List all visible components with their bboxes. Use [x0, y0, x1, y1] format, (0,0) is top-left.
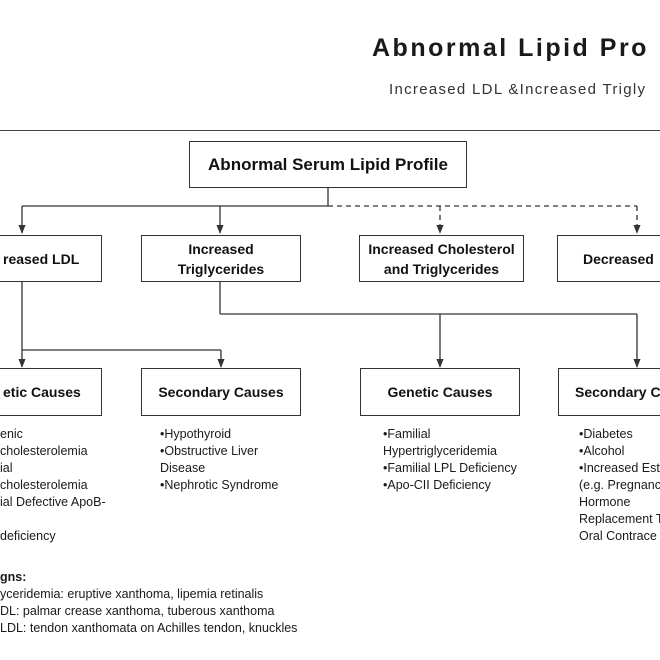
list-item: •Diabetes — [579, 427, 633, 441]
node-ldl-genetic-causes: etic Causes — [0, 368, 102, 416]
list-item: cholesterolemia — [0, 444, 88, 458]
clinical-sign-line: yceridemia: eruptive xanthoma, lipemia r… — [0, 587, 264, 601]
list-item: •Hypothyroid — [160, 427, 232, 441]
list-item: •Apo-CII Deficiency — [383, 478, 491, 492]
list-item: ial — [0, 461, 13, 475]
node-decreased: Decreased — [557, 235, 660, 282]
node-cholesterol-trig-line2: and Triglycerides — [383, 260, 500, 277]
list-item: •Familial LPL Deficiency — [383, 461, 517, 475]
list-item: (e.g. Pregnanc — [579, 478, 660, 492]
header-divider — [0, 130, 660, 131]
node-triglycerides-line1: Increased — [188, 240, 254, 257]
node-increased-ldl: reased LDL — [0, 235, 102, 282]
clinical-sign-line: LDL: tendon xanthomata on Achilles tendo… — [0, 621, 298, 635]
ldl-secondary-causes-list: •Hypothyroid •Obstructive Liver Disease … — [160, 426, 278, 494]
node-trig-genetic-label: Genetic Causes — [387, 384, 493, 400]
node-trig-secondary-label: Secondary C — [575, 384, 660, 400]
node-decreased-label: Decreased — [583, 250, 654, 267]
node-increased-ldl-label: reased LDL — [3, 250, 80, 267]
list-item: •Familial — [383, 427, 431, 441]
trig-secondary-causes-list: •Diabetes •Alcohol •Increased Est (e.g. … — [579, 426, 660, 545]
list-item: deficiency — [0, 529, 56, 543]
ldl-genetic-causes-list: enic cholesterolemia ial cholesterolemia… — [0, 426, 106, 545]
list-item: •Increased Est — [579, 461, 660, 475]
list-item: Oral Contrace — [579, 529, 657, 543]
list-item: Disease — [160, 461, 206, 475]
node-trig-secondary-causes: Secondary C — [558, 368, 660, 416]
root-node-box: Abnormal Serum Lipid Profile — [189, 141, 467, 188]
root-node-label: Abnormal Serum Lipid Profile — [208, 154, 448, 174]
clinical-sign-line: DL: palmar crease xanthoma, tuberous xan… — [0, 604, 275, 618]
clinical-signs-heading: gns: — [0, 570, 27, 584]
node-ldl-secondary-label: Secondary Causes — [158, 384, 284, 400]
list-item: Hormone — [579, 495, 631, 509]
list-item: enic — [0, 427, 23, 441]
node-triglycerides-line2: Triglycerides — [177, 260, 265, 277]
list-item — [0, 511, 106, 528]
node-cholesterol-trig-line1: Increased Cholesterol — [368, 240, 515, 257]
trig-genetic-causes-list: •Familial Hypertriglyceridemia •Familial… — [383, 426, 517, 494]
list-item: Replacement T — [579, 512, 660, 526]
node-ldl-secondary-causes: Secondary Causes — [141, 368, 301, 416]
list-item: ial Defective ApoB- — [0, 495, 106, 509]
page-title: Abnormal Lipid Pro — [372, 34, 649, 62]
list-item: cholesterolemia — [0, 478, 88, 492]
node-trig-genetic-causes: Genetic Causes — [360, 368, 520, 416]
list-item: •Alcohol — [579, 444, 625, 458]
clinical-signs-section: gns: yceridemia: eruptive xanthoma, lipe… — [0, 569, 297, 637]
node-increased-triglycerides: Increased Triglycerides — [141, 235, 301, 282]
list-item: Hypertriglyceridemia — [383, 444, 497, 458]
list-item: •Nephrotic Syndrome — [160, 478, 279, 492]
node-increased-cholesterol-triglycerides: Increased Cholesterol and Triglycerides — [359, 235, 524, 282]
list-item: •Obstructive Liver — [160, 444, 259, 458]
page-subtitle: Increased LDL &Increased Trigly — [389, 81, 647, 98]
node-ldl-genetic-label: etic Causes — [3, 384, 81, 400]
